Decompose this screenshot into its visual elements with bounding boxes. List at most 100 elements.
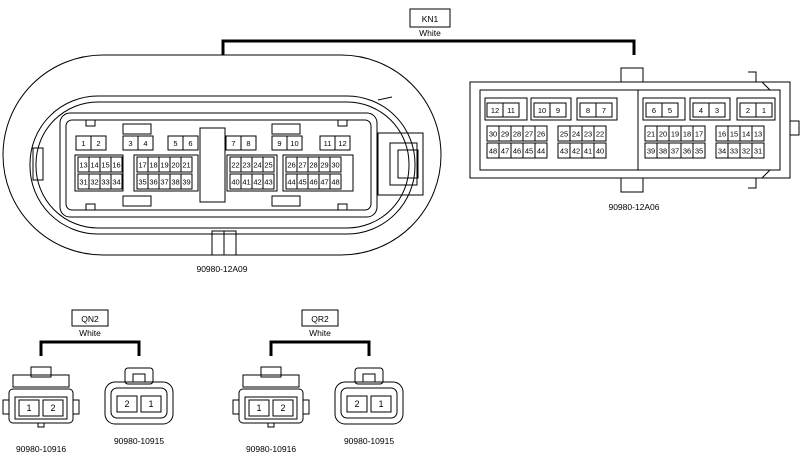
pin-number: 2	[746, 106, 750, 115]
pin-cavity	[534, 142, 548, 159]
pin-number: 40	[596, 147, 604, 156]
pin-cavity	[110, 156, 123, 173]
qn2-male-part: 90980-10915	[114, 436, 164, 446]
pin-number: 37	[671, 147, 679, 156]
pin-number: 29	[320, 161, 328, 170]
pin-number: 30	[331, 161, 339, 170]
pin-number: 5	[668, 106, 672, 115]
pin-number: 1	[256, 403, 261, 413]
pin-number: 16	[718, 130, 726, 139]
pin-cavity	[262, 173, 275, 190]
qr2-color: White	[309, 328, 331, 338]
pin-number: 27	[525, 130, 533, 139]
pin-number: 31	[754, 147, 762, 156]
pin-number: 25	[264, 161, 272, 170]
pin-number: 32	[742, 147, 750, 156]
pin-cavity	[272, 399, 294, 417]
pin-number: 44	[537, 147, 545, 156]
pin-number: 4	[143, 139, 147, 148]
pin-cavity	[661, 102, 679, 118]
pin-number: 36	[683, 147, 691, 156]
qn2-tag-box	[71, 309, 109, 327]
pin-block	[14, 396, 68, 420]
pin-number: 3	[715, 106, 719, 115]
pin-cavity	[751, 142, 765, 159]
pin-cavity	[329, 173, 342, 190]
pin-cavity	[692, 142, 706, 159]
cavity-housing	[576, 97, 618, 121]
pin-number: 2	[50, 403, 55, 413]
pin-number: 1	[81, 139, 85, 148]
kn1-male-part: 90980-12A06	[608, 202, 659, 212]
pin-number: 15	[730, 130, 738, 139]
pin-cavity	[240, 135, 257, 151]
pin-cavity	[755, 102, 773, 118]
pin-number: 12	[491, 106, 499, 115]
kn1-female-part: 90980-12A09	[196, 264, 247, 274]
pin-number: 14	[742, 130, 750, 139]
pin-number: 33	[730, 147, 738, 156]
cavity-block	[74, 154, 124, 192]
pin-cavity	[18, 399, 40, 417]
pin-number: 24	[253, 161, 261, 170]
pin-number: 20	[171, 161, 179, 170]
pin-number: 42	[253, 178, 261, 187]
pin-cavity	[182, 135, 199, 151]
pin-cavity	[708, 102, 726, 118]
pin-cavity	[751, 125, 765, 142]
pin-number: 4	[699, 106, 703, 115]
cavity-block	[133, 154, 199, 192]
pin-number: 18	[149, 161, 157, 170]
kn1-female-connector	[2, 54, 442, 256]
pin-number: 45	[525, 147, 533, 156]
pin-number: 12	[338, 139, 346, 148]
pin-number: 2	[124, 399, 129, 409]
pin-number: 19	[671, 130, 679, 139]
pin-number: 9	[277, 139, 281, 148]
pin-number: 47	[320, 178, 328, 187]
pin-number: 10	[290, 139, 298, 148]
pin-number: 30	[489, 130, 497, 139]
pin-number: 8	[586, 106, 590, 115]
pin-number: 46	[513, 147, 521, 156]
pin-number: 1	[762, 106, 766, 115]
pin-number: 39	[182, 178, 190, 187]
pin-number: 11	[507, 106, 515, 115]
pin-cavity	[534, 125, 548, 142]
pin-number: 22	[231, 161, 239, 170]
pin-number: 26	[287, 161, 295, 170]
cavity-block	[282, 154, 354, 192]
pin-number: 6	[188, 139, 192, 148]
pin-number: 48	[489, 147, 497, 156]
kn1-color: White	[419, 28, 441, 38]
side-rib	[2, 399, 9, 415]
lock-tab	[30, 366, 52, 378]
pin-number: 40	[231, 178, 239, 187]
pin-cavity	[346, 395, 368, 413]
lock-slot	[132, 373, 146, 383]
pin-number: 1	[26, 403, 31, 413]
pin-number: 26	[537, 130, 545, 139]
housing	[104, 381, 174, 425]
qn2-tag: QN2	[81, 314, 99, 324]
pin-cavity	[595, 102, 613, 118]
cavity-housing	[689, 97, 731, 121]
pin-number: 32	[90, 178, 98, 187]
qr2-male-part: 90980-10915	[344, 436, 394, 446]
pin-cavity	[286, 135, 303, 151]
pin-cavity	[370, 395, 392, 413]
qr2-tag-box	[301, 309, 339, 327]
kn1-male-connector	[469, 67, 800, 193]
cavity-block	[226, 154, 278, 192]
side-rib	[73, 399, 80, 415]
pin-number: 47	[501, 147, 509, 156]
pin-number: 24	[572, 130, 580, 139]
pin-number: 36	[149, 178, 157, 187]
pin-number: 43	[264, 178, 272, 187]
pin-number: 13	[754, 130, 762, 139]
pin-number: 18	[683, 130, 691, 139]
